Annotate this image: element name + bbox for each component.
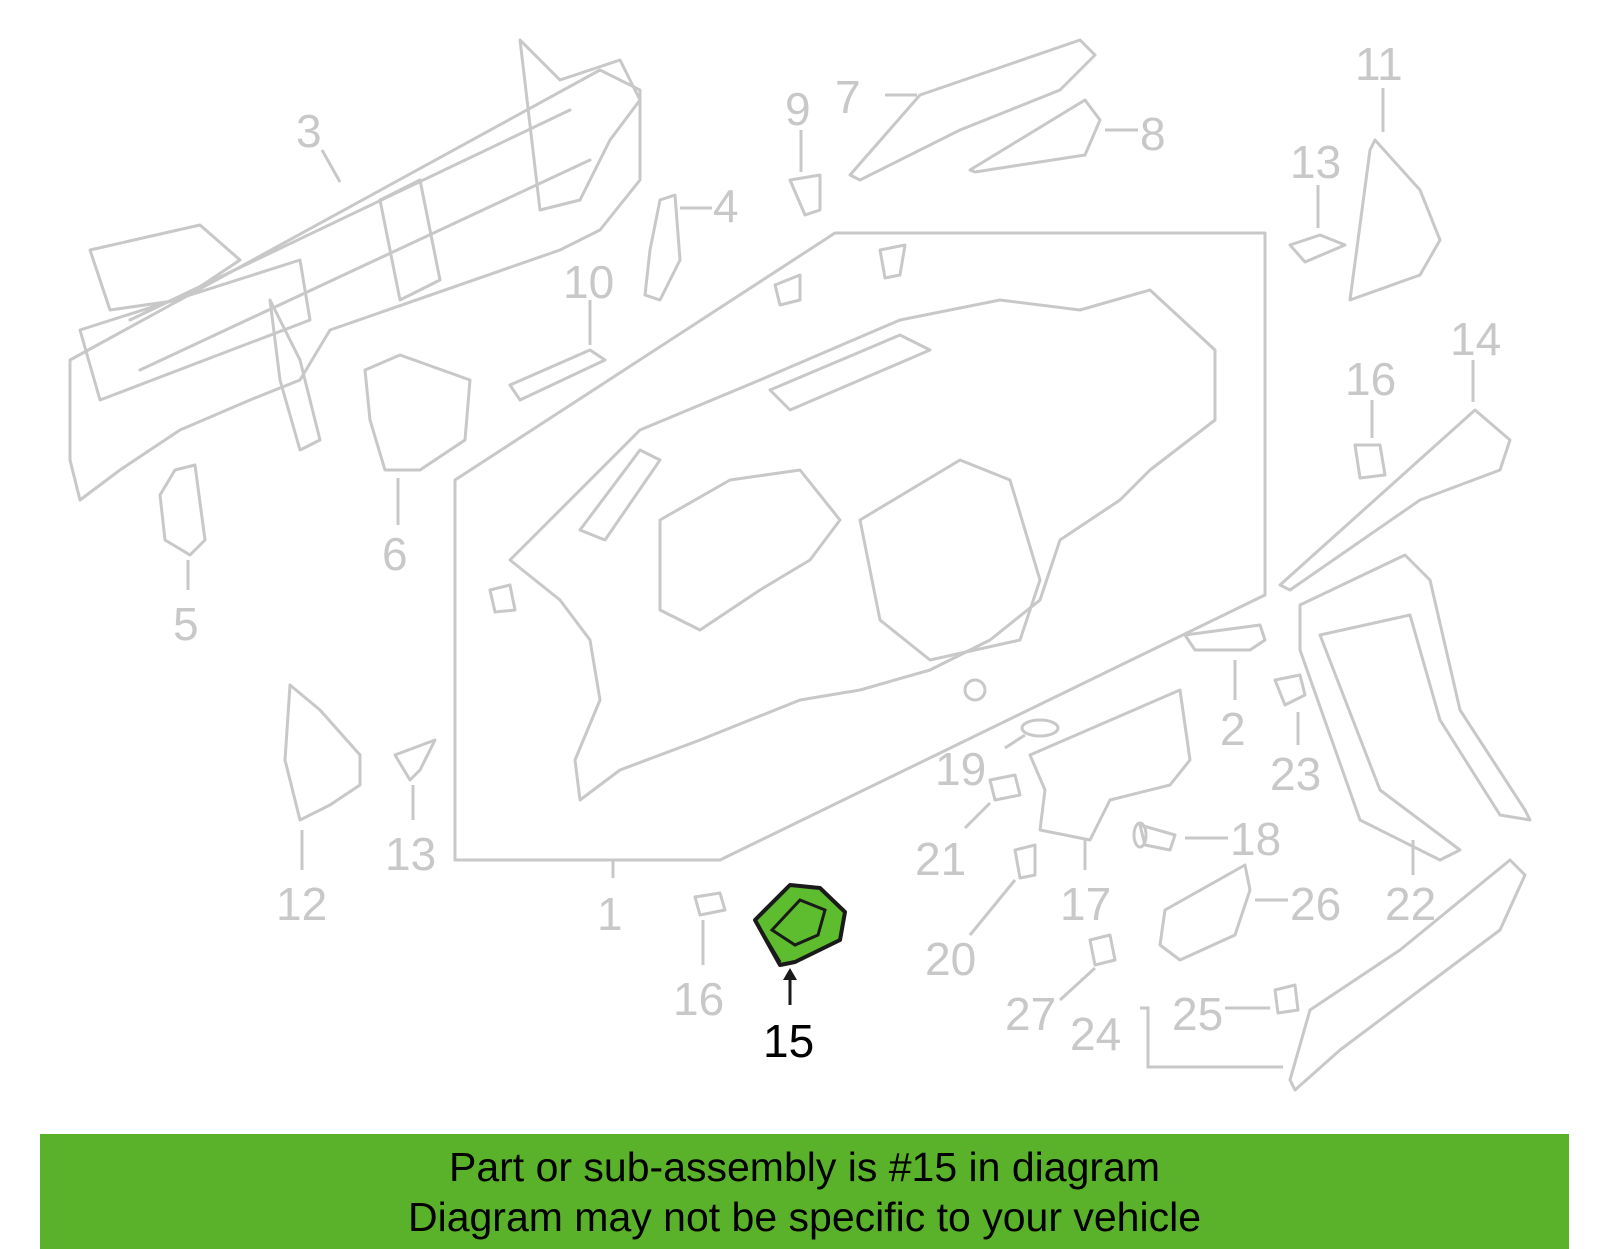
parts-diagram: 3 4 5 6 7 8 9 10 11 13 16 14 <box>68 38 1532 1092</box>
part-1-instrument-panel <box>453 231 1267 862</box>
part-13-clip-lower <box>393 738 437 782</box>
callout-5: 5 <box>173 598 199 650</box>
part-26-handle <box>1158 863 1252 962</box>
callout-16-upper: 16 <box>1345 353 1396 405</box>
callout-7: 7 <box>835 71 861 123</box>
part-9-clip <box>788 173 822 217</box>
callout-18: 18 <box>1230 813 1281 865</box>
part-18-bolt <box>1132 821 1177 852</box>
callout-25: 25 <box>1172 988 1223 1040</box>
callout-6: 6 <box>382 528 408 580</box>
part-13-clip-upper <box>1288 233 1347 264</box>
part-10-vent <box>508 348 607 402</box>
info-banner: Part or sub-assembly is #15 in diagram D… <box>40 1134 1569 1249</box>
callout-10: 10 <box>563 256 614 308</box>
part-8-grille <box>968 98 1102 174</box>
callout-23: 23 <box>1270 748 1321 800</box>
callout-19: 19 <box>935 743 986 795</box>
part-7-defrost-vent <box>848 38 1097 182</box>
part-14-trim-strip <box>1278 408 1512 592</box>
part-11-end-panel <box>1348 138 1442 302</box>
callout-2: 2 <box>1220 703 1246 755</box>
callout-24: 24 <box>1070 1008 1121 1060</box>
callout-15: 15 <box>763 1015 814 1067</box>
part-16-clip-lower <box>693 891 727 917</box>
part-24-knee-panel <box>1288 858 1527 1092</box>
callout-4: 4 <box>713 180 739 232</box>
callout-11: 11 <box>1355 38 1403 90</box>
callout-12: 12 <box>276 878 327 930</box>
callout-27: 27 <box>1005 988 1056 1040</box>
part-6-bracket <box>363 353 472 472</box>
callout-9: 9 <box>785 83 811 135</box>
part-27-clip <box>1088 933 1117 967</box>
part-5-bracket <box>158 463 207 557</box>
callout-13-lower: 13 <box>385 828 436 880</box>
part-19-grommet <box>1020 718 1060 738</box>
callout-20: 20 <box>925 933 976 985</box>
callout-26: 26 <box>1290 878 1341 930</box>
part-20-clip <box>1013 843 1037 880</box>
callout-21: 21 <box>915 833 966 885</box>
part-16-clip-upper <box>1353 443 1387 480</box>
part-3-crossbeam <box>68 38 642 502</box>
part-4-bracket <box>643 193 682 302</box>
callout-3: 3 <box>296 105 322 157</box>
callout-8: 8 <box>1140 108 1166 160</box>
part-17-lower-panel <box>1028 688 1192 842</box>
callout-1: 1 <box>597 888 623 940</box>
part-25-clip <box>1273 983 1300 1015</box>
callout-22: 22 <box>1385 878 1436 930</box>
part-2-bracket <box>1183 623 1267 652</box>
callout-16-lower: 16 <box>673 973 724 1025</box>
part-23-clip <box>1273 673 1307 707</box>
banner-line-1: Part or sub-assembly is #15 in diagram <box>449 1144 1160 1190</box>
part-12-end-cap <box>283 683 362 822</box>
part-21-clip <box>988 773 1022 802</box>
callout-14: 14 <box>1450 313 1501 365</box>
part-22-console-trim <box>1298 553 1532 862</box>
callout-17: 17 <box>1060 878 1111 930</box>
banner-line-2: Diagram may not be specific to your vehi… <box>407 1194 1201 1240</box>
callout-13-upper: 13 <box>1290 136 1341 188</box>
part-15-highlighted[interactable] <box>753 883 847 967</box>
